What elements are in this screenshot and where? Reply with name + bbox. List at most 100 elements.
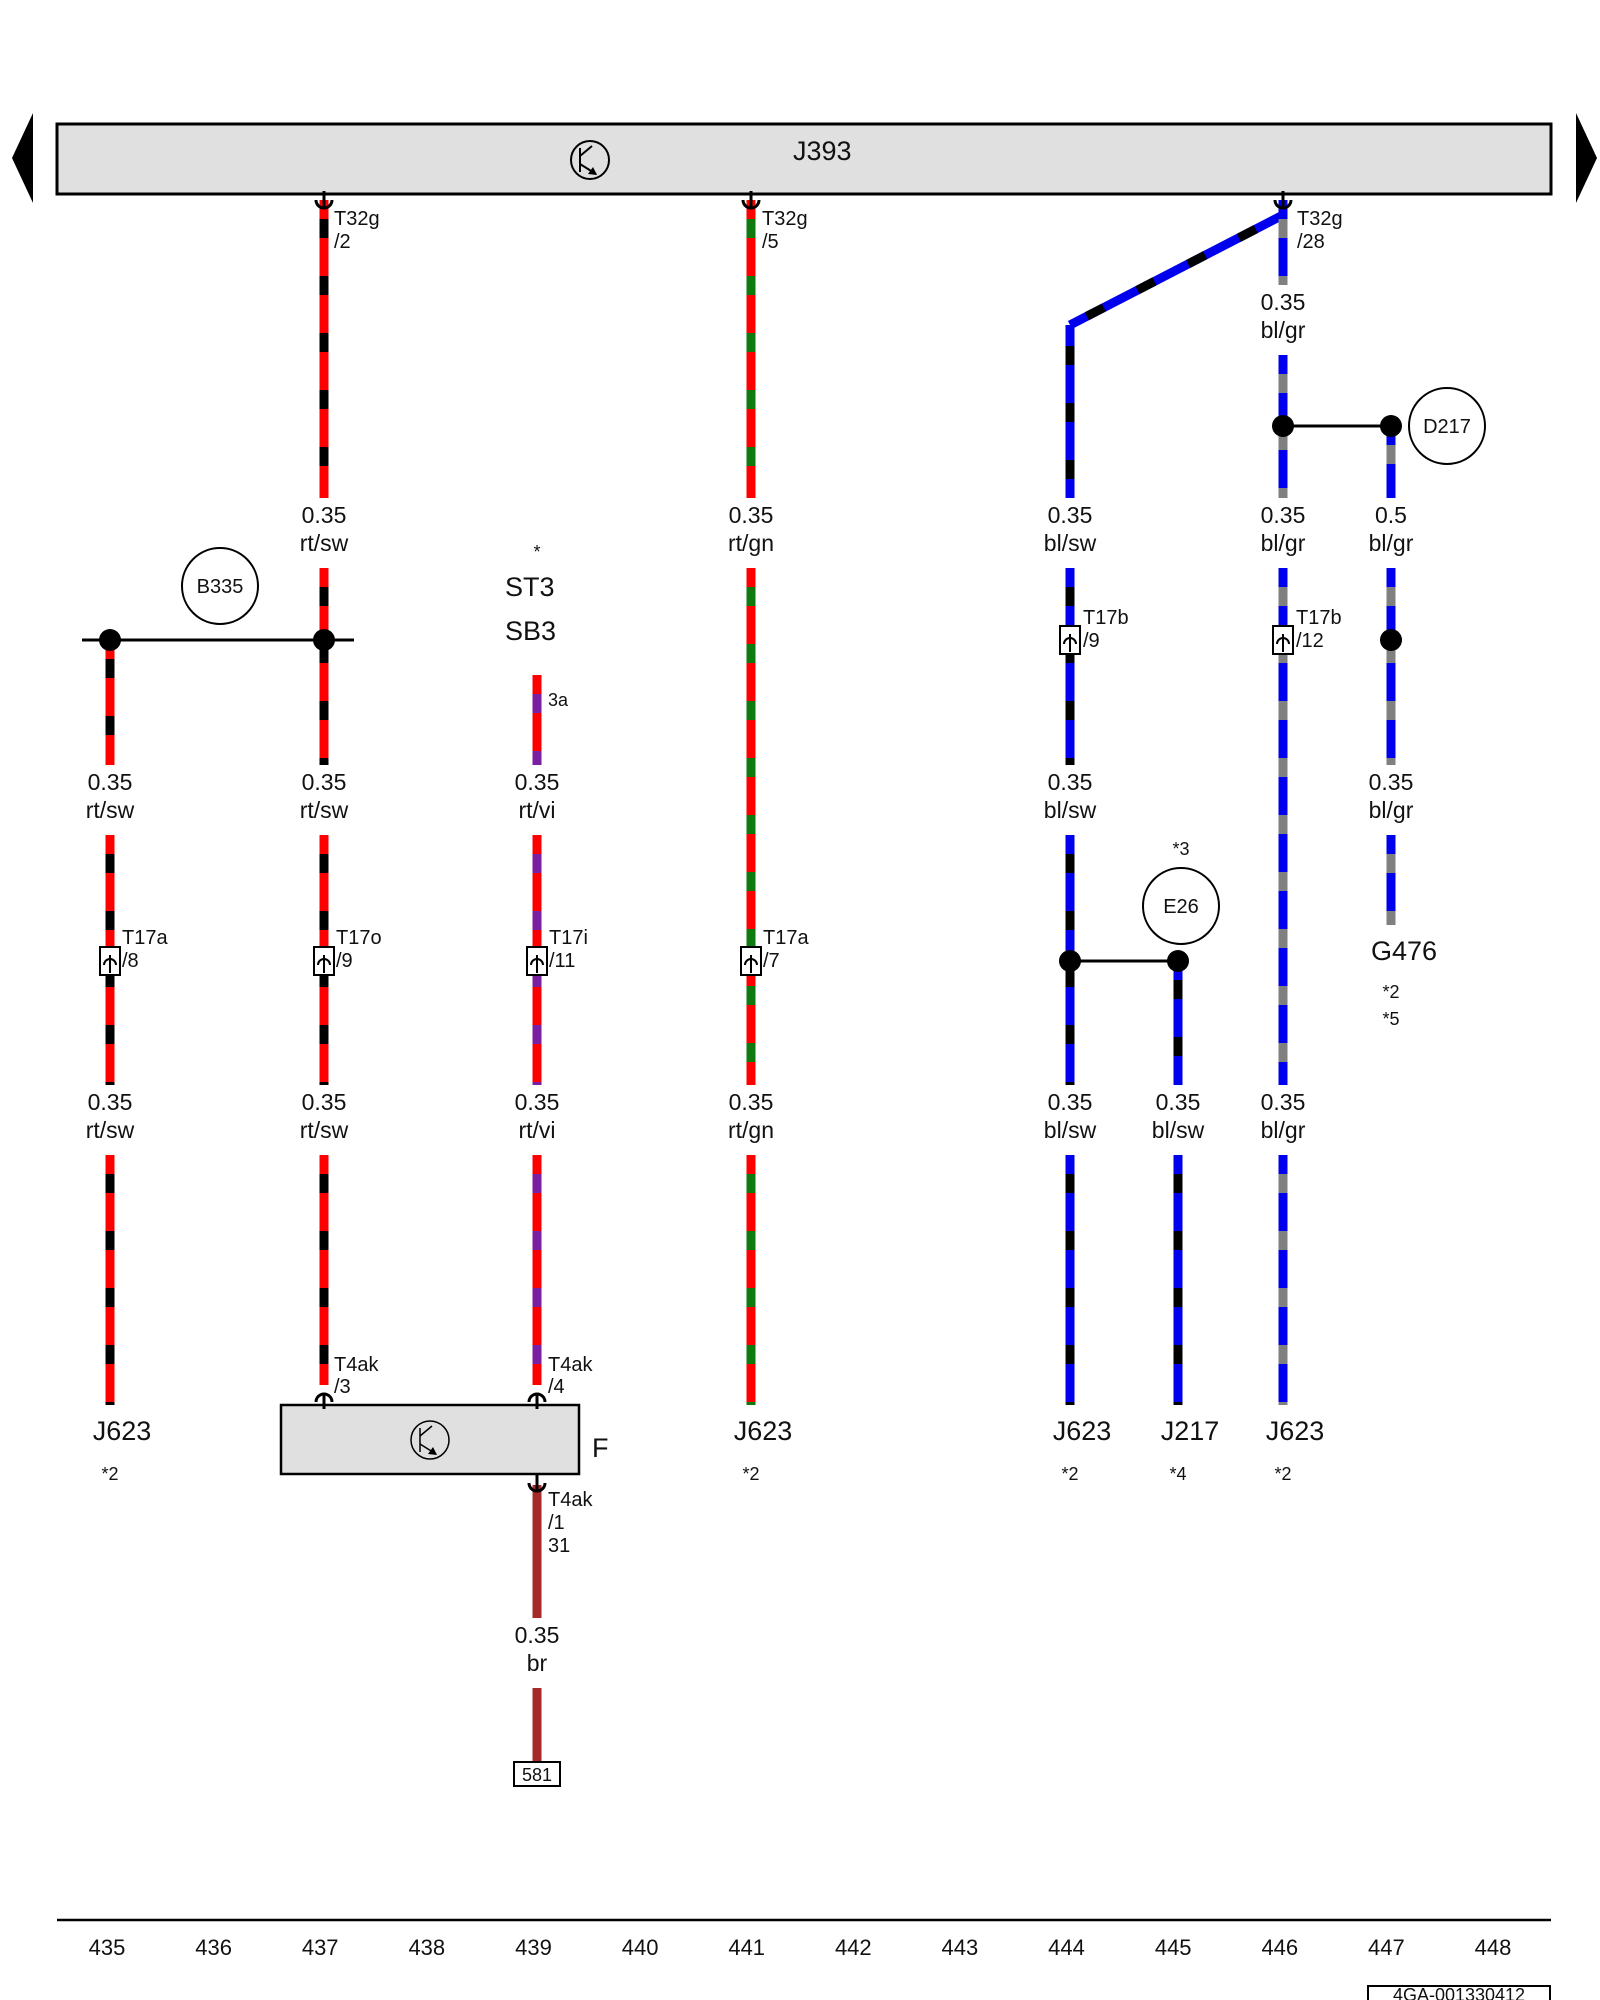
wire-color-label: rt/sw	[300, 1117, 349, 1143]
pin-connector-icon	[1273, 191, 1293, 210]
wire-gauge-label: 0.35	[302, 502, 347, 528]
inline-connector-icon	[526, 946, 548, 976]
wire-color-label: bl/sw	[1152, 1117, 1205, 1143]
connector-label: /12	[1296, 630, 1324, 652]
connector-label: T17i	[549, 927, 588, 949]
junction-dot	[1272, 415, 1294, 437]
connector-labels: T32g /2 T32g /5 T32g /28 T17b /9 T17b /1…	[122, 208, 1343, 1557]
column-number: 448	[1475, 1935, 1512, 1960]
destination-label[interactable]: J623	[734, 1416, 793, 1446]
wire-gauge-label: 0.35	[88, 1089, 133, 1115]
next-page-arrow-icon[interactable]	[1576, 113, 1597, 203]
pin-connector-icon	[314, 191, 334, 210]
pin-connector-icon	[314, 1392, 334, 1409]
wire-color-label: rt/sw	[86, 797, 135, 823]
destination-label[interactable]: J623	[1053, 1416, 1112, 1446]
prev-page-arrow-icon[interactable]	[12, 113, 33, 203]
junction-dot	[1380, 629, 1402, 651]
connector-label: T4ak	[548, 1489, 593, 1511]
module-j393-box	[55, 122, 1553, 196]
destination-note: *2	[101, 1464, 118, 1484]
transistor-symbol-icon	[570, 140, 610, 180]
wire-gauge-label: 0.35	[88, 769, 133, 795]
junction-dot	[99, 629, 121, 651]
wire-color-label: bl/sw	[1044, 797, 1097, 823]
wire-gauge-label: 0.35	[1048, 769, 1093, 795]
destination-label[interactable]: J623	[93, 1416, 152, 1446]
junction-dot	[313, 629, 335, 651]
pin-connector-icon	[527, 1474, 547, 1493]
component-f[interactable]: F	[279, 1403, 609, 1476]
connector-label: T17a	[763, 927, 809, 949]
inline-connector-icon	[99, 946, 121, 976]
wire-444-bl-sw-stripe	[1067, 211, 1286, 329]
connector-label: /8	[122, 950, 139, 972]
wire-gauge-label: 0.35	[729, 1089, 774, 1115]
wire-color-label: br	[527, 1650, 548, 1676]
wire-color-label: rt/sw	[86, 1117, 135, 1143]
wire-gauge-label: 0.35	[1369, 769, 1414, 795]
wire-color-label: bl/gr	[1261, 317, 1306, 343]
connector-label: /5	[762, 231, 779, 253]
column-number: 436	[195, 1935, 232, 1960]
connector-label: /28	[1297, 231, 1325, 253]
connector-label: /11	[549, 950, 575, 972]
connector-label: /9	[1083, 630, 1100, 652]
wire-gauge-label: 0.35	[515, 1089, 560, 1115]
wire-color-label: rt/gn	[728, 530, 774, 556]
connector-label: /2	[334, 231, 351, 253]
connector-label: T17b	[1296, 607, 1342, 629]
column-number: 441	[728, 1935, 765, 1960]
module-pins	[314, 191, 1293, 1493]
inline-connector-icon	[313, 946, 335, 976]
ground-581-box	[513, 1761, 561, 1787]
pin-connector-icon	[741, 191, 761, 210]
component-g476-label[interactable]: G476	[1371, 936, 1437, 966]
wire-color-label: bl/gr	[1369, 797, 1414, 823]
wire-color-label: rt/gn	[728, 1117, 774, 1143]
doc-id-box	[1367, 1985, 1551, 2000]
junction-dots	[99, 415, 1402, 972]
column-number: 443	[942, 1935, 979, 1960]
component-e26-label: E26	[1163, 896, 1199, 918]
fuse-st3-label: ST3	[505, 572, 555, 602]
wire-gauge-label: 0.35	[1261, 289, 1306, 315]
component-d217[interactable]: D217	[1408, 387, 1486, 465]
pin-connector-icon	[527, 1392, 547, 1409]
wire-gauge-label: 0.5	[1375, 502, 1407, 528]
wire-color-label: bl/gr	[1261, 530, 1306, 556]
wire-color-label: rt/vi	[518, 797, 555, 823]
destination-label[interactable]: J623	[1266, 1416, 1325, 1446]
column-number: 439	[515, 1935, 552, 1960]
connector-label: /3	[334, 1376, 351, 1398]
connector-label: /4	[548, 1376, 565, 1398]
connector-label: /9	[336, 950, 353, 972]
component-e26[interactable]: E26	[1142, 867, 1220, 945]
ground-581[interactable]: 581	[513, 1761, 561, 1787]
destination-note: *4	[1169, 1464, 1186, 1484]
component-d217-label: D217	[1423, 416, 1471, 438]
connector-label: T32g	[762, 208, 808, 230]
junction-dot	[1059, 950, 1081, 972]
junction-dot	[1167, 950, 1189, 972]
destination-note: *2	[1274, 1464, 1291, 1484]
connector-label: 31	[548, 1535, 570, 1557]
wires	[105, 200, 1396, 1762]
wire-gauge-label: 0.35	[1048, 1089, 1093, 1115]
column-number: 447	[1368, 1935, 1405, 1960]
wire-color-label: bl/sw	[1044, 1117, 1097, 1143]
module-j393-label: J393	[793, 136, 852, 166]
wire-gauge-label: 0.35	[302, 1089, 347, 1115]
connector-label: T17o	[336, 927, 382, 949]
column-number: 440	[622, 1935, 659, 1960]
wire-gauge-label: 0.35	[1261, 502, 1306, 528]
inline-connector-icon	[1272, 625, 1294, 655]
component-b335[interactable]: B335	[181, 547, 259, 625]
transistor-symbol-icon	[410, 1420, 450, 1460]
destination-label[interactable]: J217	[1161, 1416, 1220, 1446]
doc-id-label: 4GA-001330412	[1393, 1985, 1525, 2000]
e26-footnote: *3	[1172, 839, 1189, 859]
connector-label: T4ak	[334, 1354, 379, 1376]
module-j393: J393	[55, 122, 1553, 196]
